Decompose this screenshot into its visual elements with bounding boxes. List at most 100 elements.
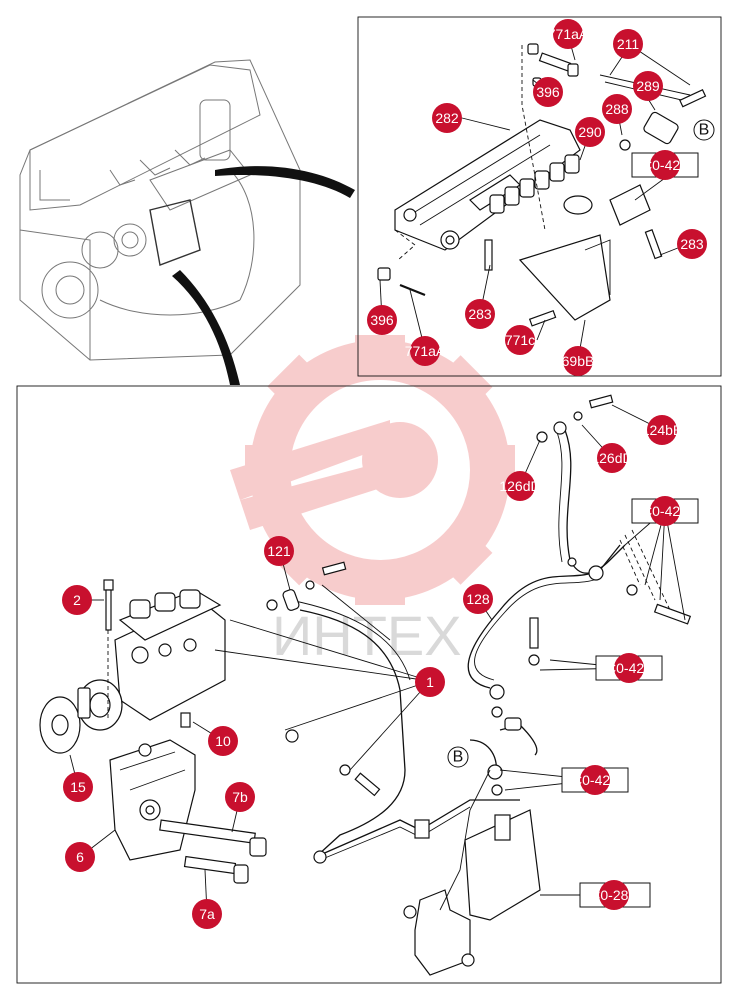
- callout-label: 1: [426, 674, 434, 690]
- callout-label: 7a: [199, 906, 215, 922]
- inset-frame-top: [357, 16, 722, 377]
- ref-mark-label: B: [699, 122, 710, 139]
- callout-label: C0-422: [642, 157, 688, 173]
- callout-C0-422-pipes: C0-422: [631, 496, 699, 526]
- callout-badge: [62, 585, 92, 615]
- callout-C0-422-lower: C0-422: [561, 765, 629, 795]
- callout-badge: [410, 336, 440, 366]
- main-frame: [16, 385, 722, 984]
- callout-badge: [580, 765, 610, 795]
- callout-badge: [208, 726, 238, 756]
- callout-badge: [63, 772, 93, 802]
- callout-C0-28B: C0-28B: [579, 880, 651, 910]
- zoom-pointer-top: [215, 166, 355, 198]
- callout-badge: [677, 229, 707, 259]
- fuel-pipes: [266, 561, 520, 864]
- callout-label: 2: [73, 592, 81, 608]
- callout-badge: [563, 346, 593, 376]
- callout-label: C0-422: [572, 772, 618, 788]
- callout-C0-422-mid: C0-422: [595, 653, 663, 683]
- callout-288: 288: [602, 94, 632, 124]
- callout-396-top: 396: [533, 77, 563, 107]
- callout-label: 6: [76, 849, 84, 865]
- callout-label: 15: [70, 779, 86, 795]
- callout-10: 10: [208, 726, 238, 756]
- callout-label: C0-422: [606, 660, 652, 676]
- callout-badge: [463, 584, 493, 614]
- callout-label: C0-28B: [590, 887, 637, 903]
- callout-label: 69bB: [562, 353, 595, 369]
- callout-124bB: 124bB: [642, 415, 682, 445]
- bracket-assembly: [394, 45, 651, 321]
- callout-badge: [533, 77, 563, 107]
- callout-badge: [633, 71, 663, 101]
- injection-pump: [39, 579, 226, 754]
- callout-label: 290: [578, 124, 602, 140]
- callout-badge: [465, 299, 495, 329]
- engine-overview: [19, 59, 301, 361]
- callout-label: 283: [468, 306, 492, 322]
- support-bracket: [403, 769, 541, 976]
- callout-label: 396: [370, 312, 394, 328]
- callout-126dD-left: 126dD: [499, 471, 541, 501]
- callout-283-center: 283: [465, 299, 495, 329]
- callout-badge: [553, 19, 583, 49]
- callout-badge: [415, 667, 445, 697]
- callout-badge: [505, 471, 535, 501]
- callout-6: 6: [65, 842, 95, 872]
- callout-69bB: 69bB: [562, 346, 595, 376]
- callout-badge: [614, 653, 644, 683]
- watermark-text: ИНТЕХ: [272, 604, 462, 667]
- callout-289: 289: [633, 71, 663, 101]
- callout-badge: [650, 150, 680, 180]
- callout-badge: [650, 496, 680, 526]
- callout-label: 771aA: [405, 343, 446, 359]
- callout-771aA-bottom: 771aA: [405, 336, 446, 366]
- callout-label: 124bB: [642, 422, 682, 438]
- callout-396-bottom: 396: [367, 305, 397, 335]
- callout-badge: [192, 899, 222, 929]
- callout-badge: [602, 94, 632, 124]
- callout-283-right: 283: [677, 229, 707, 259]
- callout-label: 283: [680, 236, 704, 252]
- callout-label: 771aA: [548, 26, 589, 42]
- callout-211: 211: [613, 29, 643, 59]
- callout-771aA-top: 771aA: [548, 19, 589, 49]
- callout-7b: 7b: [225, 782, 255, 812]
- callout-badge: [597, 443, 627, 473]
- callout-label: 10: [215, 733, 231, 749]
- callout-label: 288: [605, 101, 629, 117]
- callout-label: 121: [267, 543, 291, 559]
- ref-mark-B-top: B: [693, 119, 715, 141]
- callout-badge: [647, 415, 677, 445]
- callout-C0-422-top: C0-422: [631, 150, 699, 180]
- callout-label: 396: [536, 84, 560, 100]
- callout-label: 126dD: [499, 478, 540, 494]
- callout-badge: [575, 117, 605, 147]
- callout-label: C0-422: [642, 503, 688, 519]
- callout-label: 289: [636, 78, 660, 94]
- callout-label: 282: [435, 110, 459, 126]
- callout-label: 126dD: [591, 450, 632, 466]
- pipe-128: [467, 394, 692, 796]
- callout-282: 282: [432, 103, 462, 133]
- callout-badge: [599, 880, 629, 910]
- callout-badge: [367, 305, 397, 335]
- zoom-pointer-bottom: [172, 270, 240, 385]
- callout-290: 290: [575, 117, 605, 147]
- ref-mark-label: B: [453, 749, 464, 766]
- callout-126dD-right: 126dD: [591, 443, 633, 473]
- callout-7a: 7a: [192, 899, 222, 929]
- callout-121: 121: [264, 536, 294, 566]
- callout-1: 1: [415, 667, 445, 697]
- callout-badge: [505, 325, 535, 355]
- ref-mark-B-bottom: B: [447, 746, 469, 768]
- callout-label: 128: [466, 591, 490, 607]
- callout-label: 7b: [232, 789, 248, 805]
- bolts-inset: [377, 43, 707, 327]
- callout-128: 128: [463, 584, 493, 614]
- callout-label: 211: [617, 36, 640, 52]
- callout-label: 771c: [505, 332, 535, 348]
- callout-badge: [613, 29, 643, 59]
